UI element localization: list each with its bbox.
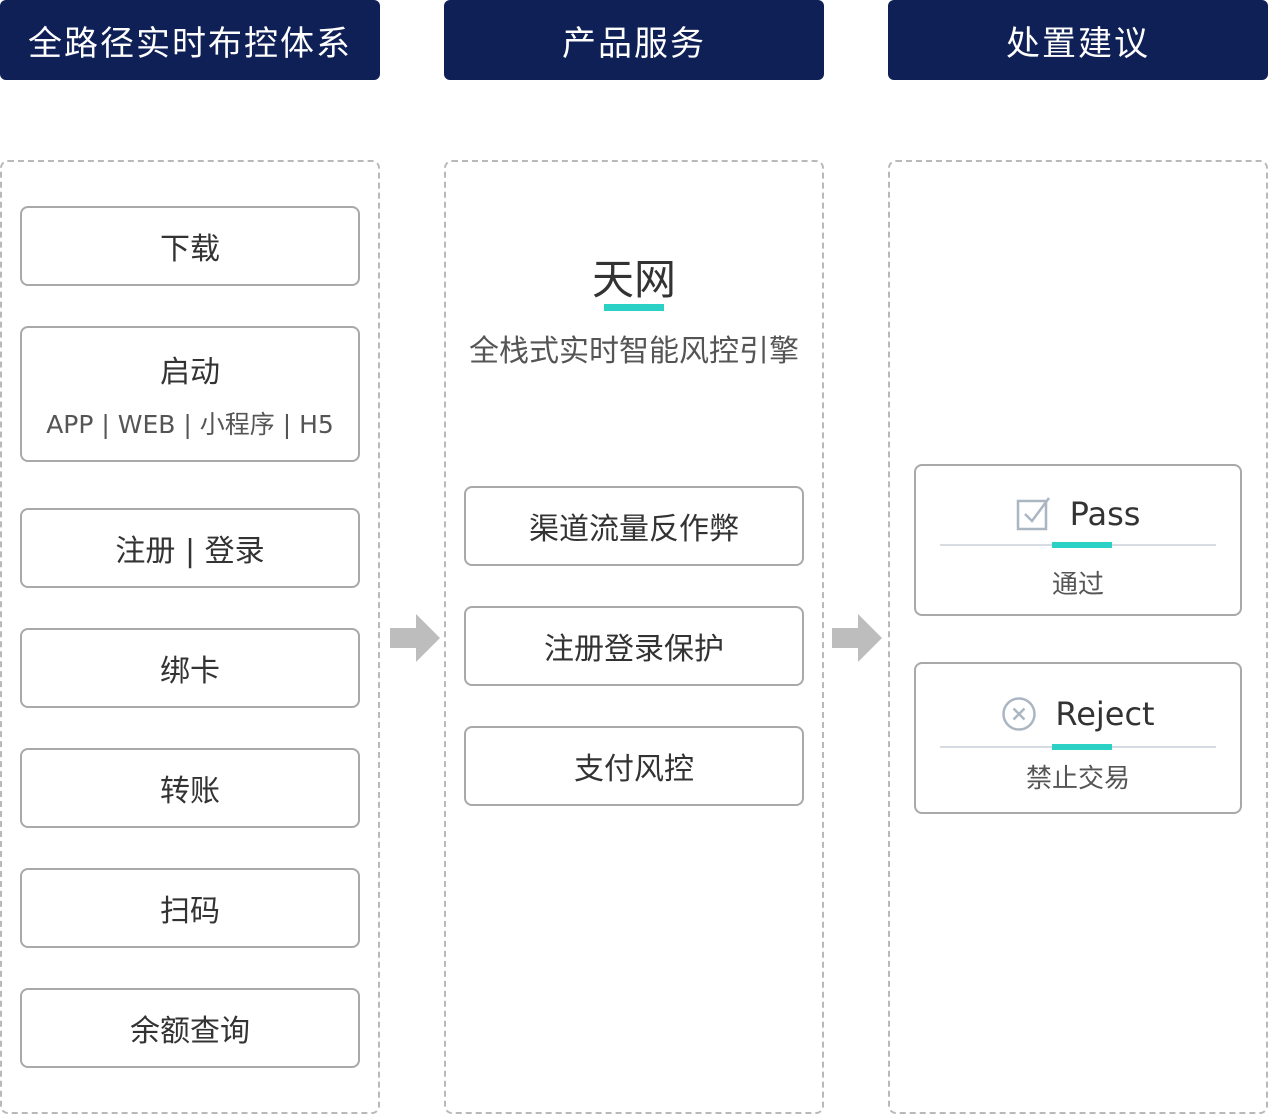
result-reject-label: 禁止交易 — [1025, 764, 1130, 794]
results-panel — [888, 160, 1268, 1114]
brand-accent-underline — [604, 304, 664, 311]
scenario-bind-card: 绑卡 — [20, 628, 360, 708]
checkbox-check-icon — [1016, 497, 1050, 531]
scenario-balance-label: 余额查询 — [130, 1014, 250, 1049]
service-payment-risk-control: 支付风控 — [464, 726, 804, 806]
arrow-right-icon — [390, 614, 440, 662]
result-reject-title-row: Reject — [916, 692, 1240, 736]
scenario-download-label: 下载 — [160, 232, 220, 267]
service-label: 注册登录保护 — [544, 632, 724, 667]
result-pass-title-row: Pass — [916, 492, 1240, 536]
scenarios-panel — [0, 160, 380, 1114]
scenario-scan: 扫码 — [20, 868, 360, 948]
result-reject-accent — [1052, 744, 1112, 750]
result-reject-title: Reject — [1055, 695, 1155, 733]
result-pass: Pass 通过 — [914, 464, 1242, 616]
header-risk-control-system: 全路径实时布控体系 — [0, 0, 380, 80]
service-label: 支付风控 — [574, 752, 694, 787]
scenario-scan-label: 扫码 — [160, 894, 220, 929]
scenario-balance: 余额查询 — [20, 988, 360, 1068]
service-label: 渠道流量反作弊 — [529, 512, 739, 547]
result-pass-accent — [1052, 542, 1112, 548]
result-pass-title: Pass — [1069, 495, 1141, 533]
scenario-download: 下载 — [20, 206, 360, 286]
service-channel-anti-fraud: 渠道流量反作弊 — [464, 486, 804, 566]
scenario-transfer-label: 转账 — [160, 774, 220, 809]
scenario-register-login-label: 注册 | 登录 — [115, 534, 265, 569]
header-product-services: 产品服务 — [444, 0, 824, 80]
products-panel — [444, 160, 824, 1114]
product-tagline: 全栈式实时智能风控引擎 — [469, 334, 799, 369]
result-pass-label: 通过 — [1051, 570, 1104, 600]
service-register-login-protection: 注册登录保护 — [464, 606, 804, 686]
arrow-right-icon — [832, 614, 882, 662]
scenario-launch: 启动 APP | WEB | 小程序 | H5 — [20, 326, 360, 462]
scenario-register-login: 注册 | 登录 — [20, 508, 360, 588]
scenario-launch-label: 启动 — [160, 355, 220, 390]
scenario-bind-card-label: 绑卡 — [160, 654, 220, 689]
circle-x-icon — [1002, 697, 1037, 731]
product-brand: 天网 — [591, 255, 676, 304]
scenario-transfer: 转账 — [20, 748, 360, 828]
result-reject: Reject 禁止交易 — [914, 662, 1242, 814]
header-disposal-advice: 处置建议 — [888, 0, 1268, 80]
scenario-launch-platforms: APP | WEB | 小程序 | H5 — [46, 410, 334, 439]
